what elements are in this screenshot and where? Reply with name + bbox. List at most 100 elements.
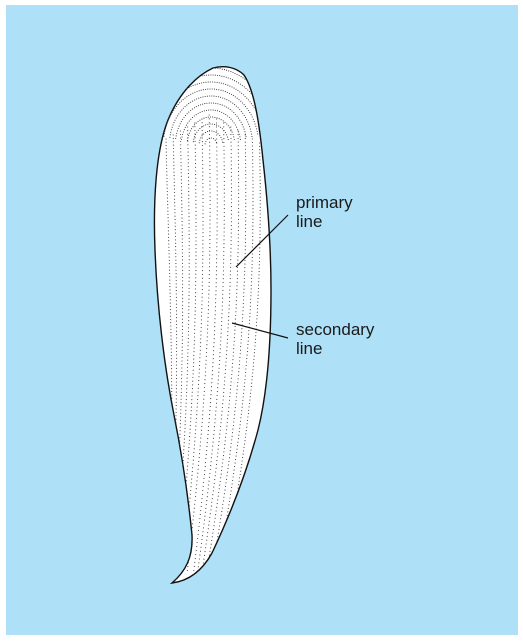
growth-line-dot bbox=[180, 141, 181, 142]
growth-line-dot bbox=[201, 323, 202, 324]
growth-line-dot bbox=[237, 382, 238, 383]
growth-line-dot bbox=[209, 153, 210, 154]
growth-line-dot bbox=[252, 222, 253, 223]
growth-line-dot bbox=[239, 368, 240, 369]
growth-line-dot bbox=[181, 121, 182, 122]
growth-line-dot bbox=[182, 464, 183, 465]
growth-line-dot bbox=[197, 399, 198, 400]
growth-line-dot bbox=[249, 316, 250, 317]
growth-line-dot bbox=[223, 83, 224, 84]
growth-line-dot bbox=[223, 142, 224, 143]
growth-line-dot bbox=[209, 161, 210, 162]
growth-line-dot bbox=[231, 161, 232, 162]
growth-line-dot bbox=[188, 216, 189, 217]
growth-line-dot bbox=[234, 139, 235, 140]
growth-line-dot bbox=[248, 124, 249, 125]
growth-line-dot bbox=[220, 127, 221, 128]
growth-line-dot bbox=[216, 286, 217, 287]
growth-line-dot bbox=[226, 70, 227, 71]
growth-line-dot bbox=[191, 395, 192, 396]
growth-line-dot bbox=[180, 420, 181, 421]
growth-line-dot bbox=[187, 367, 188, 368]
growth-line-dot bbox=[209, 414, 210, 415]
growth-line-dot bbox=[236, 456, 237, 457]
growth-line-dot bbox=[173, 168, 174, 169]
growth-line-dot bbox=[245, 88, 246, 89]
growth-line-dot bbox=[180, 130, 181, 131]
growth-line-dot bbox=[198, 534, 199, 535]
growth-line-dot bbox=[192, 471, 193, 472]
growth-line-dot bbox=[170, 299, 171, 300]
growth-line-dot bbox=[251, 271, 252, 272]
growth-line-dot bbox=[176, 297, 177, 298]
growth-line-dot bbox=[195, 233, 196, 234]
growth-line-dot bbox=[232, 363, 233, 364]
growth-line-dot bbox=[221, 321, 222, 322]
growth-line-dot bbox=[187, 141, 188, 142]
growth-line-dot bbox=[200, 445, 201, 446]
growth-line-dot bbox=[202, 194, 203, 195]
growth-line-dot bbox=[209, 418, 210, 419]
growth-line-dot bbox=[238, 138, 239, 139]
growth-line-dot bbox=[237, 74, 238, 75]
growth-line-dot bbox=[244, 260, 245, 261]
growth-line-dot bbox=[238, 378, 239, 379]
growth-line-dot bbox=[195, 240, 196, 241]
growth-line-dot bbox=[216, 246, 217, 247]
growth-line-dot bbox=[238, 197, 239, 198]
growth-line-dot bbox=[210, 547, 211, 548]
growth-line-dot bbox=[245, 136, 246, 137]
growth-line-dot bbox=[259, 163, 260, 164]
growth-line-dot bbox=[195, 433, 196, 434]
growth-line-dot bbox=[205, 466, 206, 467]
growth-line-dot bbox=[257, 133, 258, 134]
growth-line-dot bbox=[238, 145, 239, 146]
growth-line-dot bbox=[226, 99, 227, 100]
growth-line-dot bbox=[214, 82, 215, 83]
growth-line-dot bbox=[188, 338, 189, 339]
growth-line-dot bbox=[248, 341, 249, 342]
growth-line-dot bbox=[175, 263, 176, 264]
growth-line-dot bbox=[232, 370, 233, 371]
growth-line-dot bbox=[195, 159, 196, 160]
growth-line-dot bbox=[180, 423, 181, 424]
growth-line-dot bbox=[245, 249, 246, 250]
growth-line-dot bbox=[214, 318, 215, 319]
growth-line-dot bbox=[231, 378, 232, 379]
growth-line-dot bbox=[197, 403, 198, 404]
growth-line-dot bbox=[236, 116, 237, 117]
growth-line-dot bbox=[173, 151, 174, 152]
growth-line-dot bbox=[224, 69, 225, 70]
growth-line-dot bbox=[200, 510, 201, 511]
growth-line-dot bbox=[166, 155, 167, 156]
growth-line-dot bbox=[195, 277, 196, 278]
growth-line-dot bbox=[251, 103, 252, 104]
growth-line-dot bbox=[245, 167, 246, 168]
growth-line-dot bbox=[243, 393, 244, 394]
growth-line-dot bbox=[198, 526, 199, 527]
growth-line-dot bbox=[189, 263, 190, 264]
growth-line-dot bbox=[258, 278, 259, 279]
growth-line-dot bbox=[208, 488, 209, 489]
growth-line-dot bbox=[224, 380, 225, 381]
growth-line-dot bbox=[176, 314, 177, 315]
growth-line-dot bbox=[227, 85, 228, 86]
growth-line-dot bbox=[246, 98, 247, 99]
growth-line-dot bbox=[181, 381, 182, 382]
growth-line-dot bbox=[189, 432, 190, 433]
growth-line-dot bbox=[222, 462, 223, 463]
growth-line-dot bbox=[183, 108, 184, 109]
growth-line-dot bbox=[210, 196, 211, 197]
growth-line-dot bbox=[183, 131, 184, 132]
growth-line-dot bbox=[232, 367, 233, 368]
growth-line-dot bbox=[209, 188, 210, 189]
growth-line-dot bbox=[199, 372, 200, 373]
growth-line-dot bbox=[229, 86, 230, 87]
growth-line-dot bbox=[222, 69, 223, 70]
growth-line-dot bbox=[229, 293, 230, 294]
growth-line-dot bbox=[219, 360, 220, 361]
growth-line-dot bbox=[184, 431, 185, 432]
growth-line-dot bbox=[215, 514, 216, 515]
growth-line-dot bbox=[176, 351, 177, 352]
growth-line-dot bbox=[225, 91, 226, 92]
